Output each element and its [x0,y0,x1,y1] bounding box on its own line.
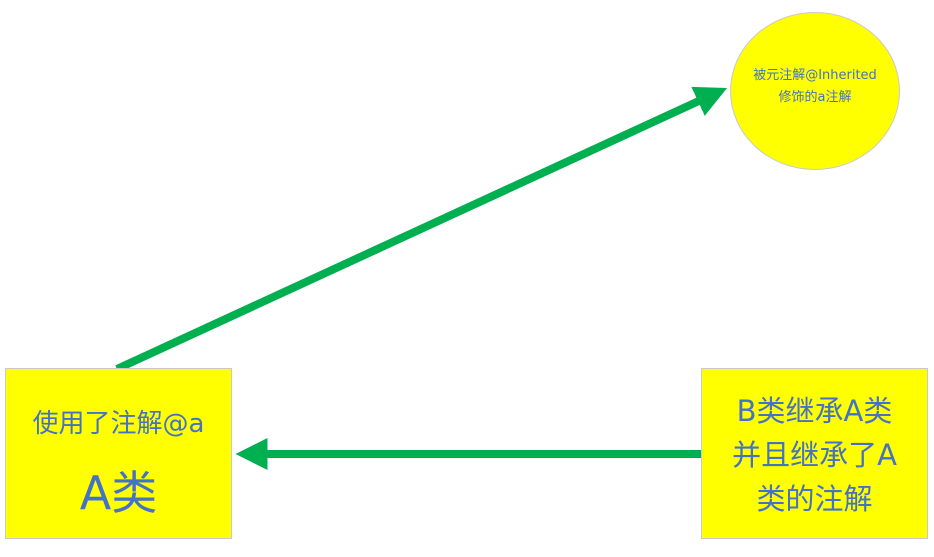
annotation-circle: 被元注解@Inherited 修饰的a注解 [730,12,900,170]
class-b-text-line-1: B类继承A类 [736,394,893,428]
class-a-annotation-text: 使用了注解@a [32,409,205,439]
class-b-text-line-2: 并且继承了A [732,438,897,472]
arrow-a-to-annotation [115,86,728,373]
annotation-text-line-2: 修饰的a注解 [778,90,852,105]
class-a-box: 使用了注解@a A类 [5,368,232,539]
class-b-text-line-3: 类的注解 [756,482,873,516]
class-b-box: B类继承A类 并且继承了A 类的注解 [701,368,928,539]
annotation-text-line-1: 被元注解@Inherited [753,68,877,83]
class-a-title: A类 [79,466,158,520]
